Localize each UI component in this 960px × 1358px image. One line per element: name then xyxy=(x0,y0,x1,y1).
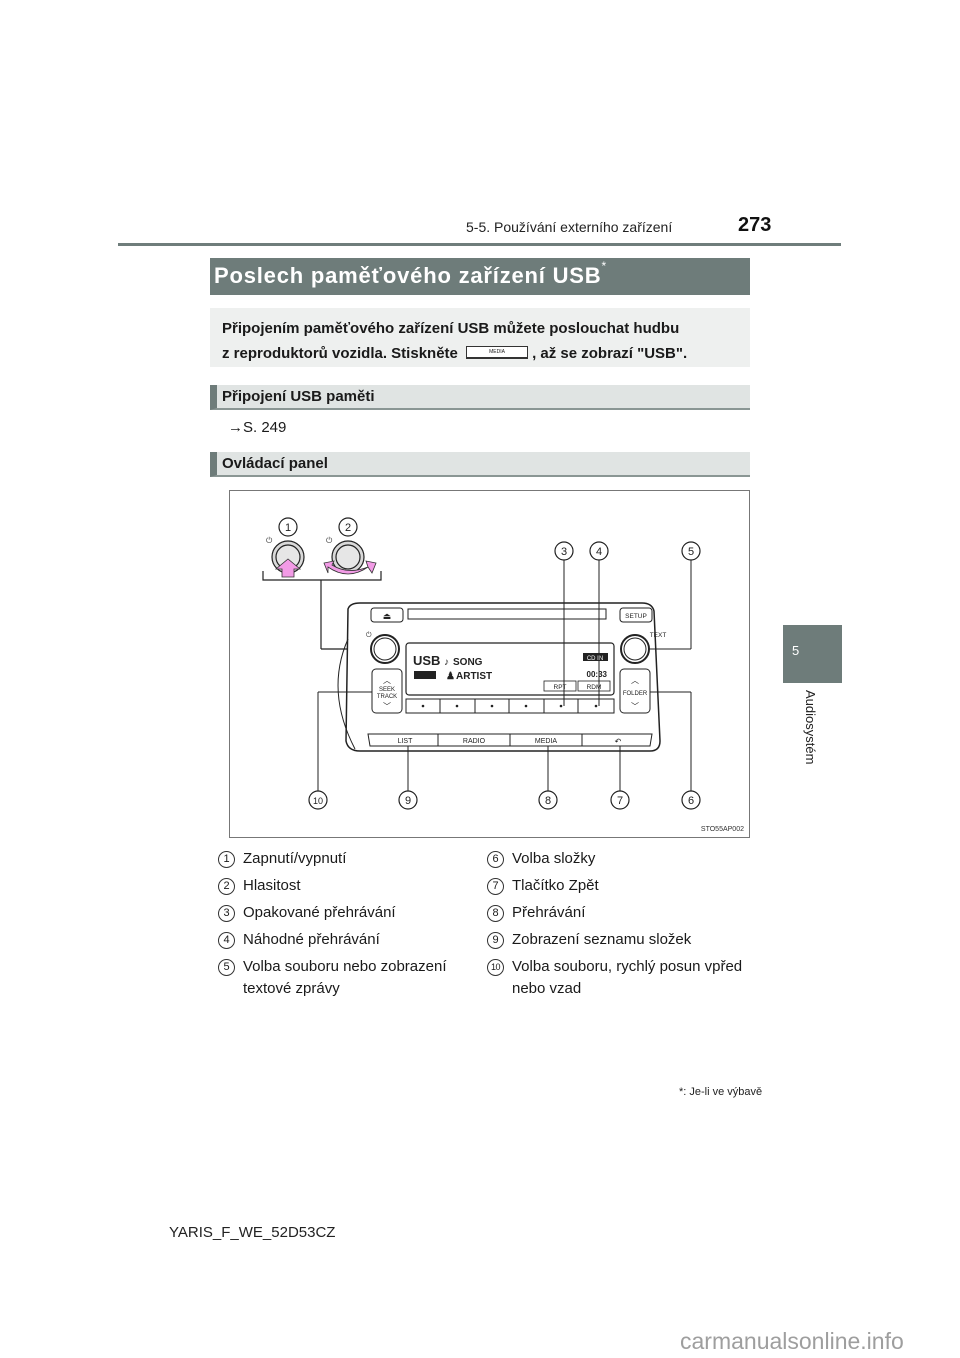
svg-text:MEDIA: MEDIA xyxy=(535,738,558,745)
callout-8: 8 xyxy=(545,795,551,807)
page-number: 273 xyxy=(738,214,772,236)
svg-text:⏻: ⏻ xyxy=(266,536,273,545)
intro-line-2: z reproduktorů vozidla. Stiskněte MEDIA,… xyxy=(222,345,688,362)
svg-text:︿: ︿ xyxy=(631,676,639,685)
chapter-label: Audiosystém xyxy=(803,690,818,765)
svg-text:↶: ↶ xyxy=(615,737,622,746)
svg-text:﹀: ﹀ xyxy=(631,702,639,711)
svg-text:︿: ︿ xyxy=(383,676,391,685)
rotate-arrow-icon xyxy=(323,560,377,575)
watermark: carmanualsonline.info xyxy=(680,1328,904,1354)
callout-4: 4 xyxy=(596,546,602,558)
control-panel-figure: ⏻ ⏻ ⏏ SETUP ⏻ TEXT USB ♪ SONG ♟ ARTIST xyxy=(229,490,750,838)
callout-2: 2 xyxy=(345,522,351,534)
svg-text:♟: ♟ xyxy=(446,671,455,682)
svg-text:TRACK: TRACK xyxy=(377,694,397,700)
svg-text:SONG: SONG xyxy=(453,657,483,668)
svg-text:CD IN: CD IN xyxy=(587,656,603,662)
page-title: Poslech paměťového zařízení USB* xyxy=(210,258,750,295)
media-key-icon: MEDIA xyxy=(466,345,529,359)
section-heading-control-panel: Ovládací panel xyxy=(210,452,750,477)
figure-code: STO55AP002 xyxy=(700,826,744,833)
document-code: YARIS_F_WE_52D53CZ xyxy=(169,1224,336,1241)
callout-9: 9 xyxy=(405,795,411,807)
svg-text:♪: ♪ xyxy=(444,657,449,668)
running-header-section: 5-5. Používání externího zařízení xyxy=(466,219,673,235)
svg-text:00:33: 00:33 xyxy=(587,670,608,679)
callout-3: 3 xyxy=(561,546,567,558)
callout-6: 6 xyxy=(688,795,694,807)
intro-box: Připojením paměťového zařízení USB můžet… xyxy=(210,308,750,367)
callout-7: 7 xyxy=(617,795,623,807)
svg-text:RADIO: RADIO xyxy=(463,738,486,745)
svg-text:﹀: ﹀ xyxy=(383,702,391,711)
svg-text:⏻: ⏻ xyxy=(366,631,372,639)
header-divider xyxy=(118,243,841,246)
svg-text:ARTIST: ARTIST xyxy=(456,671,492,682)
svg-text:SEEK: SEEK xyxy=(379,687,395,693)
chapter-number: 5 xyxy=(792,643,800,658)
press-arrow-icon xyxy=(274,558,302,578)
chapter-tab: 5 xyxy=(783,625,842,683)
control-panel-illustration: ⏻ ⏻ ⏏ SETUP ⏻ TEXT USB ♪ SONG ♟ ARTIST xyxy=(262,517,701,810)
svg-text:⏻: ⏻ xyxy=(326,536,333,545)
intro-line-1: Připojením paměťového zařízení USB můžet… xyxy=(222,320,680,337)
section-heading-usb-connection: Připojení USB paměti xyxy=(210,385,750,410)
svg-text:SETUP: SETUP xyxy=(625,613,647,620)
page-title-text: Poslech paměťového zařízení USB xyxy=(214,263,602,288)
power-knob-detail xyxy=(271,540,305,574)
svg-text:USB: USB xyxy=(413,653,440,668)
callout-10: 10 xyxy=(313,796,323,806)
callout-1: 1 xyxy=(285,522,291,534)
footnote: *: Je-li ve výbavě xyxy=(679,1086,763,1098)
volume-knob-detail xyxy=(331,540,365,574)
eject-icon: ⏏ xyxy=(383,611,392,621)
svg-text:RDM: RDM xyxy=(587,684,602,691)
page-reference-link[interactable]: →S. 249 xyxy=(228,419,287,436)
callout-5: 5 xyxy=(688,546,694,558)
asterisk-mark: * xyxy=(601,259,607,273)
svg-text:FOLDER: FOLDER xyxy=(623,691,648,697)
svg-text:TEXT: TEXT xyxy=(650,632,667,639)
svg-text:RPT: RPT xyxy=(554,684,567,691)
svg-text:LIST: LIST xyxy=(398,738,414,745)
